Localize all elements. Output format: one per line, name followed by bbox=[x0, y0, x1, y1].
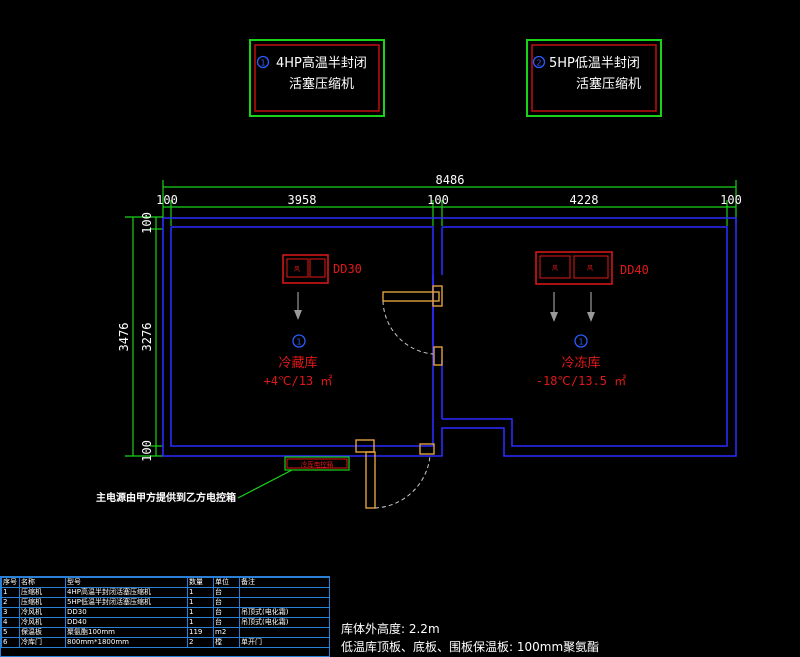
control-box: 冷库电控箱 bbox=[284, 456, 350, 471]
bom-header-row: 序号 名称 型号 数量 单位 备注 bbox=[1, 577, 329, 588]
fan-glyph: 风 bbox=[587, 265, 593, 272]
compressor-number-circle bbox=[256, 55, 270, 69]
table-row: 1 压缩机 4HP高温半封闭活塞压缩机 1 台 bbox=[1, 587, 329, 598]
bom-cell: 3 bbox=[1, 607, 20, 618]
bom-cell: 压缩机 bbox=[19, 587, 66, 598]
vertical-dimensions bbox=[125, 216, 163, 457]
dim-total: 8486 bbox=[436, 173, 465, 187]
bom-cell: 2 bbox=[1, 597, 20, 608]
fan-glyph: 风 bbox=[294, 266, 300, 273]
table-row: 6 冷库门 800mm*1800mm 2 樘 单开门 bbox=[1, 637, 329, 648]
dim-height-inner: 3276 bbox=[140, 323, 154, 352]
unit-label-dd40: DD40 bbox=[620, 263, 649, 277]
bom-cell: 台 bbox=[213, 617, 240, 628]
bom-cell bbox=[239, 627, 329, 638]
table-row: 3 冷风机 DD30 1 台 吊顶式(电化霜) bbox=[1, 607, 329, 618]
compressor-number: 1 bbox=[260, 59, 265, 68]
dim-span-right: 4228 bbox=[570, 193, 599, 207]
bom-cell: 压缩机 bbox=[19, 597, 66, 608]
bom-cell: 单开门 bbox=[239, 637, 329, 648]
control-box-label: 冷库电控箱 bbox=[301, 460, 334, 469]
bom-cell: 吊顶式(电化霜) bbox=[239, 617, 329, 628]
bom-table: 序号 名称 型号 数量 单位 备注 1 压缩机 4HP高温半封闭活塞压缩机 1 … bbox=[0, 576, 330, 657]
bom-cell: 聚氨酯100mm bbox=[65, 627, 188, 638]
bom-cell: 6 bbox=[1, 637, 20, 648]
bom-cell: 2 bbox=[187, 637, 214, 648]
compressor-box-2: 2 5HP低温半封闭 活塞压缩机 bbox=[526, 39, 662, 117]
evaporator-dd40: 风 风 bbox=[535, 251, 613, 285]
bom-cell: DD30 bbox=[65, 607, 188, 618]
table-row: 2 压缩机 5HP低温半封闭活塞压缩机 1 台 bbox=[1, 597, 329, 608]
bom-cell: m2 bbox=[213, 627, 240, 638]
bom-cell: 保温板 bbox=[19, 627, 66, 638]
bom-cell: 台 bbox=[213, 587, 240, 598]
compressor-line1: 5HP低温半封闭 bbox=[549, 56, 640, 71]
dim-height-total: 3476 bbox=[117, 323, 131, 352]
airflow-arrow-left bbox=[294, 292, 302, 320]
bom-cell: 1 bbox=[187, 587, 214, 598]
table-row: 4 冷风机 DD40 1 台 吊顶式(电化霜) bbox=[1, 617, 329, 628]
dim-wall-bottom: 100 bbox=[140, 440, 154, 462]
power-leader-line bbox=[237, 469, 293, 499]
room-spec-2: -18℃/13.5 ㎡ bbox=[536, 374, 627, 388]
entrance-door bbox=[355, 439, 435, 509]
bom-cell bbox=[239, 597, 329, 608]
compressor-number-circle bbox=[532, 55, 546, 69]
compressor-line1: 4HP高温半封闭 bbox=[276, 55, 367, 71]
compressor-box-1: 1 4HP高温半封闭 活塞压缩机 bbox=[249, 39, 385, 117]
bom-cell: 台 bbox=[213, 597, 240, 608]
dim-wall-left: 100 bbox=[156, 193, 178, 207]
room-number-circle bbox=[292, 334, 306, 348]
bom-header: 备注 bbox=[239, 577, 329, 588]
bom-cell: 樘 bbox=[213, 637, 240, 648]
note-insulation: 低温库顶板、底板、围板保温板: 100mm聚氨酯 bbox=[341, 640, 600, 654]
compressor-line2: 活塞压缩机 bbox=[576, 76, 641, 92]
bom-cell: 5HP低温半封闭活塞压缩机 bbox=[65, 597, 188, 608]
bom-cell: DD40 bbox=[65, 617, 188, 628]
room-name-2: 冷冻库 bbox=[561, 355, 600, 371]
bom-cell: 1 bbox=[1, 587, 20, 598]
bom-cell: 冷库门 bbox=[19, 637, 66, 648]
room-number-2: 1 bbox=[578, 338, 583, 347]
dim-span-left: 3958 bbox=[288, 193, 317, 207]
bom-cell: 4 bbox=[1, 617, 20, 628]
note-height: 库体外高度: 2.2m bbox=[341, 622, 440, 636]
bom-cell: 1 bbox=[187, 617, 214, 628]
horizontal-dimensions bbox=[162, 180, 737, 226]
bom-cell bbox=[239, 587, 329, 598]
bom-header: 序号 bbox=[1, 577, 20, 588]
power-note: 主电源由甲方提供到乙方电控箱 bbox=[96, 491, 236, 504]
bom-header: 名称 bbox=[19, 577, 66, 588]
airflow-arrows-right bbox=[550, 292, 595, 322]
dim-wall-mid: 100 bbox=[427, 193, 449, 207]
room-walls bbox=[162, 217, 737, 457]
bom-header: 数量 bbox=[187, 577, 214, 588]
room-number-circle bbox=[574, 334, 588, 348]
bom-cell: 冷风机 bbox=[19, 617, 66, 628]
bom-cell: 800mm*1800mm bbox=[65, 637, 188, 648]
bom-cell: 5 bbox=[1, 627, 20, 638]
dim-wall-top: 100 bbox=[140, 212, 154, 234]
compressor-number: 2 bbox=[536, 59, 541, 68]
evaporator-dd30: 风 bbox=[282, 254, 329, 284]
table-row: 5 保温板 聚氨酯100mm 119 m2 bbox=[1, 627, 329, 638]
bom-header: 单位 bbox=[213, 577, 240, 588]
bom-cell: 119 bbox=[187, 627, 214, 638]
bom-cell: 吊顶式(电化霜) bbox=[239, 607, 329, 618]
bom-cell: 4HP高温半封闭活塞压缩机 bbox=[65, 587, 188, 598]
unit-label-dd30: DD30 bbox=[333, 262, 362, 276]
dim-wall-right: 100 bbox=[720, 193, 742, 207]
bom-cell: 1 bbox=[187, 597, 214, 608]
bom-cell: 冷风机 bbox=[19, 607, 66, 618]
room-name-1: 冷藏库 bbox=[278, 355, 317, 371]
room-spec-1: +4℃/13 ㎡ bbox=[264, 374, 333, 388]
compressor-line2: 活塞压缩机 bbox=[289, 76, 354, 92]
bom-cell: 1 bbox=[187, 607, 214, 618]
bom-header: 型号 bbox=[65, 577, 188, 588]
room-number-1: 1 bbox=[296, 338, 301, 347]
interior-door bbox=[382, 285, 443, 366]
bom-cell: 台 bbox=[213, 607, 240, 618]
fan-glyph: 风 bbox=[552, 265, 558, 272]
